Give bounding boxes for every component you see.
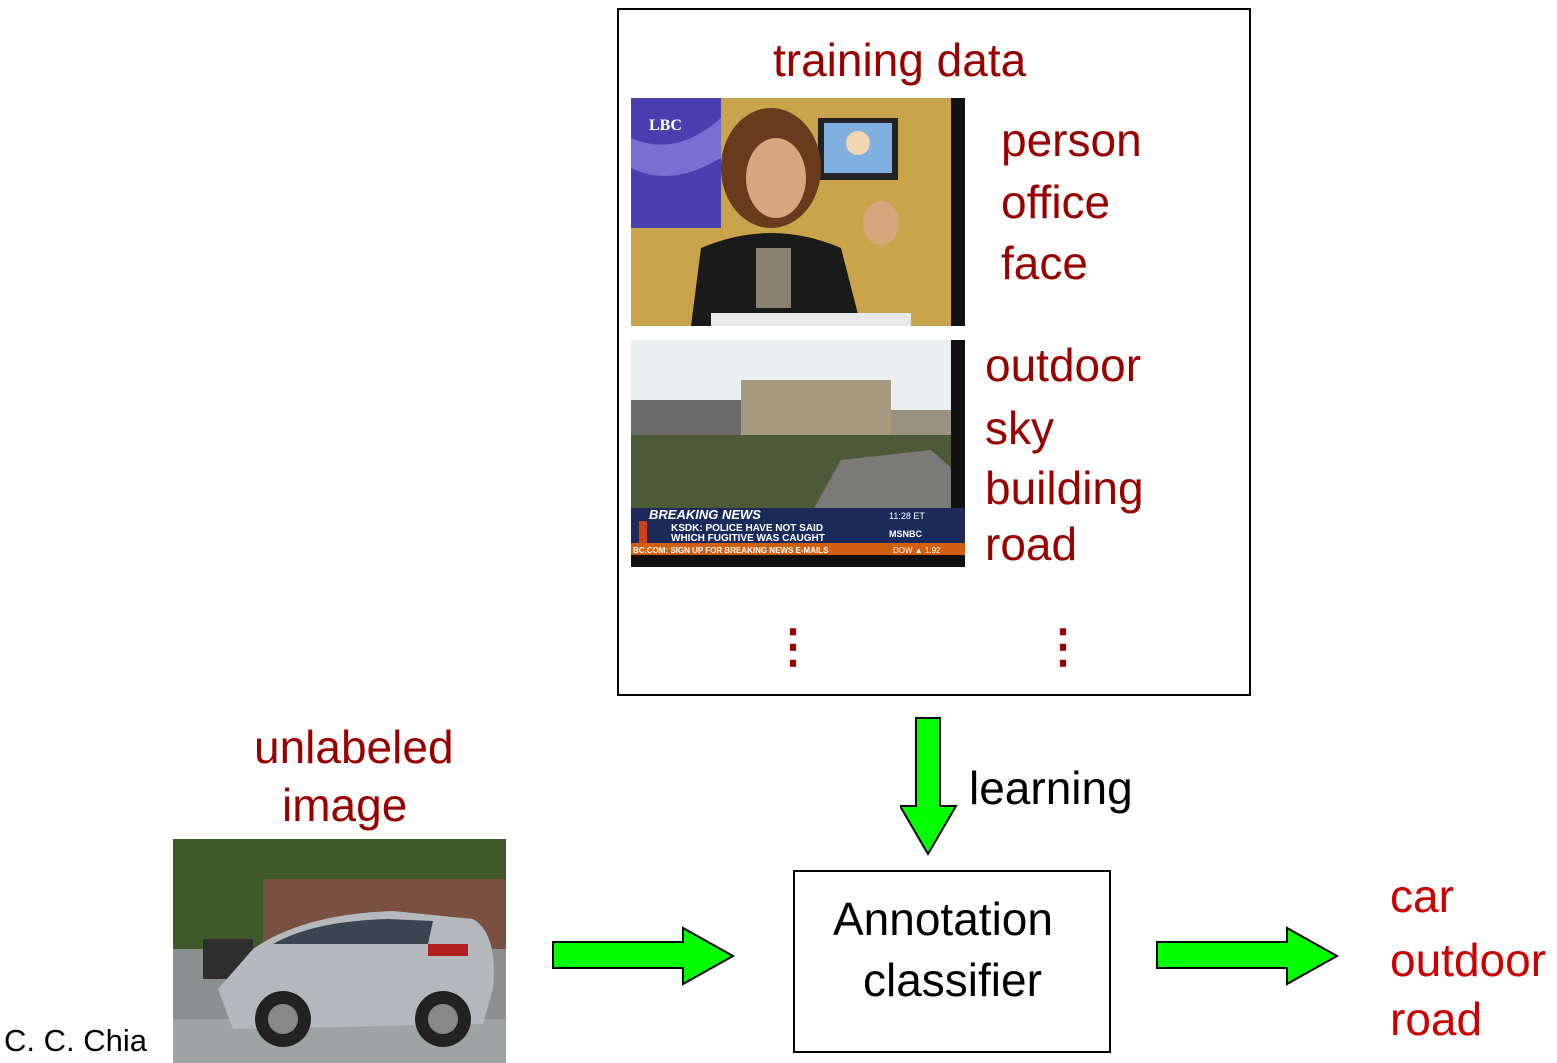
input-arrow bbox=[552, 926, 736, 986]
annotation-classifier-box bbox=[793, 870, 1111, 1053]
news-time: 11:28 ET bbox=[889, 511, 925, 521]
classifier-label-line1: Annotation bbox=[833, 893, 1053, 945]
tag-office: office bbox=[1001, 176, 1111, 228]
headline-line1: KSDK: POLICE HAVE NOT SAID bbox=[671, 523, 823, 534]
unlabeled-photo-car bbox=[173, 839, 506, 1063]
output-tag-car: car bbox=[1390, 870, 1454, 922]
learning-arrow bbox=[900, 717, 958, 856]
breaking-news-banner: BREAKING NEWS bbox=[649, 507, 761, 522]
ellipsis-right: ⋮ bbox=[1040, 620, 1086, 672]
ellipsis-left: ⋮ bbox=[770, 620, 816, 672]
network-logo: MSNBC bbox=[889, 529, 922, 539]
tag-building: building bbox=[985, 462, 1144, 514]
headline-line2: WHICH FUGITIVE WAS CAUGHT bbox=[671, 533, 825, 544]
unlabeled-label-line2: image bbox=[282, 779, 408, 831]
tag-outdoor: outdoor bbox=[985, 339, 1142, 391]
training-data-title: training data bbox=[773, 34, 1027, 86]
tag-road: road bbox=[985, 518, 1078, 570]
tag-face: face bbox=[1001, 237, 1088, 289]
classifier-label-line2: classifier bbox=[863, 954, 1042, 1006]
training-data-panel bbox=[617, 8, 1251, 696]
tag-person: person bbox=[1001, 114, 1142, 166]
training-photo-newsroom: LBC bbox=[631, 98, 965, 326]
unlabeled-label-line1: unlabeled bbox=[254, 721, 454, 773]
output-tag-road: road bbox=[1390, 993, 1483, 1045]
author-credit: C. C. Chia bbox=[4, 1023, 147, 1058]
output-tag-outdoor: outdoor bbox=[1390, 934, 1547, 986]
lbc-logo: LBC bbox=[649, 117, 682, 134]
output-arrow bbox=[1156, 926, 1340, 986]
learning-label: learning bbox=[969, 762, 1133, 814]
training-photo-breaking-news: BREAKING NEWS KSDK: POLICE HAVE NOT SAID… bbox=[631, 340, 965, 567]
tag-sky: sky bbox=[985, 402, 1054, 454]
news-ticker: BC.COM: SIGN UP FOR BREAKING NEWS E-MAIL… bbox=[633, 546, 829, 555]
dow-ticker: DOW ▲ 1.92 bbox=[893, 546, 941, 555]
